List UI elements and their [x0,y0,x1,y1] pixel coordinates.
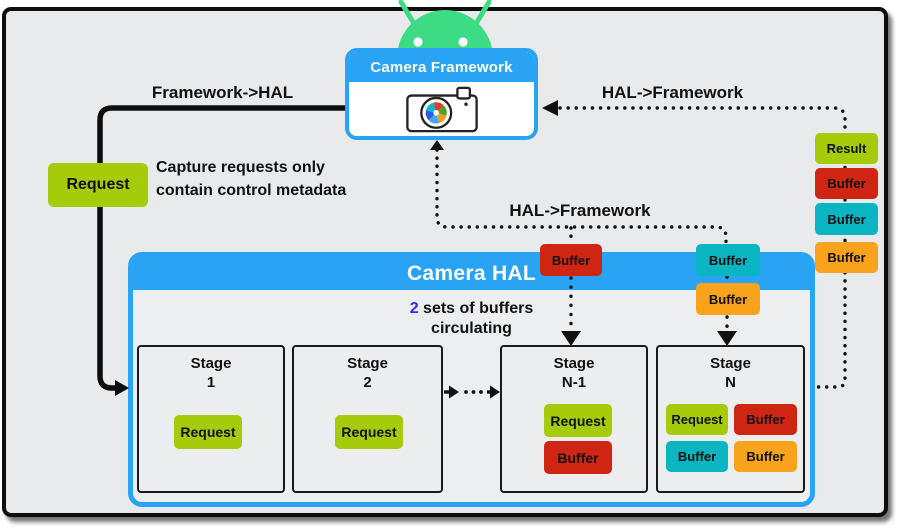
stage-n-title: Stage N [710,355,751,391]
android-robot-icon [397,0,493,58]
camera-aperture-icon [425,102,447,124]
stage-n-buffer-orange-chip: Buffer [734,441,797,472]
return-buffer-red: Buffer [815,168,878,199]
framework-to-hal-arrowhead [115,380,129,396]
stage-n-buffer-red-chip: Buffer [734,404,797,435]
stage-n1-title: Stage N-1 [553,355,595,391]
stage-n1-box: Stage N-1 Request Buffer [500,345,648,493]
camera-hal-title: Camera HAL [406,261,537,285]
request-callout-note: Capture requests only contain control me… [156,159,347,199]
stage-n1-buffer-chip: Buffer [544,441,612,474]
framework-to-hal-label: Framework->HAL [151,83,294,102]
buffers-circulating-note: 2 sets of buffers circulating [409,300,534,337]
camera-icon [405,86,478,133]
inflight-buffer-orange: Buffer [696,283,760,315]
hal-to-framework-mid-label: HAL->Framework [509,201,651,220]
return-result-chip: Result [815,133,878,164]
return-buffer-orange: Buffer [815,242,878,273]
stage-2-request-chip: Request [335,415,403,449]
request-callout-chip: Request [48,163,148,207]
stage-n1-arrowhead [561,331,581,346]
framework-to-hal-arrow [97,105,345,391]
hal-to-framework-mid-arrowhead [430,140,444,150]
stage-2-box: Stage 2 Request [292,345,443,493]
hal-to-framework-mid-dotted [435,148,728,245]
inflight-buffer-teal: Buffer [696,244,760,276]
camera-framework-title: Camera Framework [370,58,513,76]
stage-1-request-chip: Request [174,415,242,449]
stage-n-box: Stage N Request Buffer Buffer Buffer [656,345,805,493]
stage-1-title: Stage 1 [190,355,232,391]
stage-n-request-chip: Request [666,404,728,435]
stage-n-buffer-teal-chip: Buffer [666,441,728,472]
hal-to-framework-top-arrowhead [542,100,558,116]
stage-continuation-arrows [444,385,500,399]
inflight-buffer-red: Buffer [540,244,602,276]
camera-framework-body [349,82,534,136]
stage-n1-request-chip: Request [544,404,612,437]
camera-framework-header: Camera Framework [349,52,534,82]
camera-framework-box: Camera Framework [345,48,538,140]
stage-2-title: Stage 2 [347,355,388,391]
return-buffer-teal: Buffer [815,203,878,235]
hal-to-framework-top-label: HAL->Framework [601,83,744,102]
stage-n-arrowhead [717,331,737,346]
buffers-count: 2 [409,300,419,317]
stage-1-box: Stage 1 Request [137,345,285,493]
